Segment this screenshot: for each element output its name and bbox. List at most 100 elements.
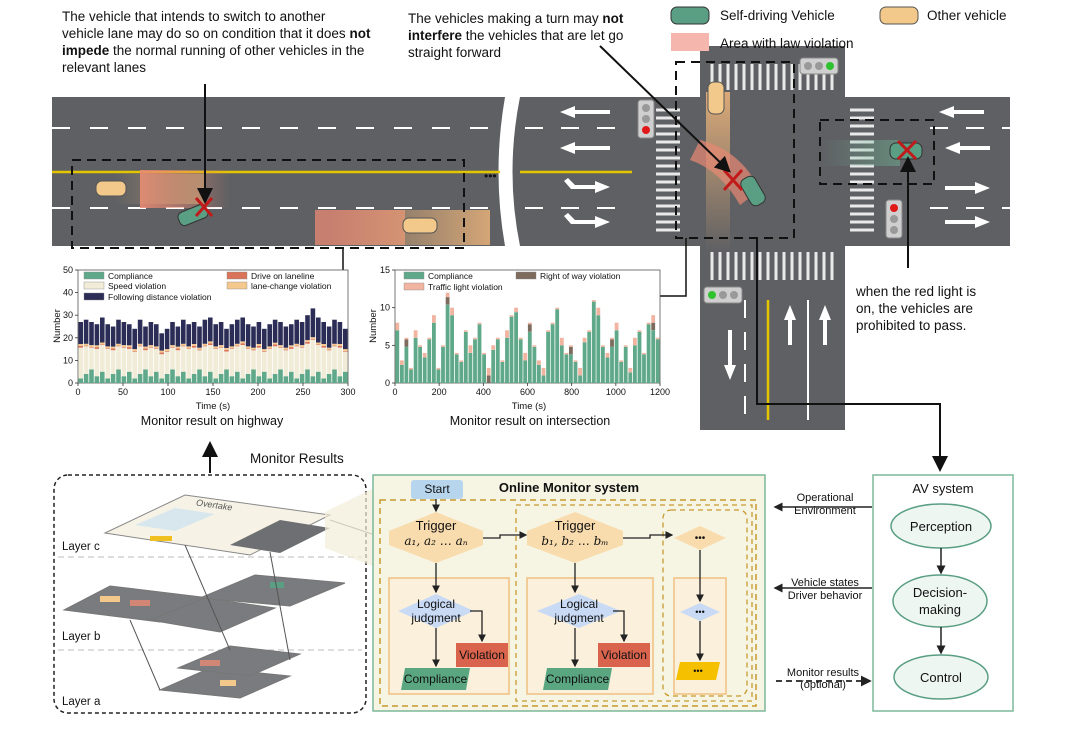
bar-segment — [272, 319, 278, 343]
bar-segment — [267, 378, 272, 383]
bar-segment — [164, 374, 170, 383]
bar-segment — [181, 343, 186, 346]
bar-segment — [591, 300, 596, 302]
bar-segment — [170, 347, 175, 370]
bar-segment — [159, 333, 164, 351]
bar-segment — [262, 350, 267, 352]
bar-segment — [321, 344, 326, 346]
y-tick-label: 15 — [380, 265, 390, 275]
bar-segment — [587, 330, 592, 332]
traffic-light-icon — [885, 199, 903, 239]
compliance-b-node: Compliance — [545, 671, 610, 686]
legend-swatch — [226, 281, 248, 290]
bar-segment — [564, 354, 569, 383]
bar-segment — [267, 348, 272, 349]
bar-segment — [310, 376, 316, 383]
bar-segment — [518, 337, 523, 340]
bar-segment — [208, 317, 213, 342]
bar-segment — [477, 324, 482, 383]
bar-segment — [202, 319, 208, 344]
bar-segment — [278, 346, 283, 348]
bar-segment — [229, 348, 235, 349]
online-monitor-title: Online Monitor system — [498, 480, 640, 495]
bar-segment — [343, 351, 348, 372]
bar-segment — [159, 350, 164, 353]
y-tick-label: 30 — [63, 310, 73, 320]
bar-segment — [514, 307, 518, 313]
bar-segment — [272, 344, 278, 347]
bar-segment — [343, 371, 348, 383]
bar-segment — [299, 346, 305, 348]
bar-segment — [614, 330, 619, 383]
bar-segment — [473, 339, 477, 383]
violation-a-node: Violation — [459, 647, 505, 662]
bar-segment — [154, 346, 159, 349]
bar-segment — [235, 371, 240, 383]
bar-segment — [537, 360, 541, 365]
bar-segment — [116, 369, 121, 383]
bar-segment — [326, 347, 332, 350]
bar-segment — [197, 350, 202, 370]
x-tick-label: 300 — [340, 387, 355, 397]
x-tick-label: 200 — [250, 387, 265, 397]
bar-segment — [208, 371, 213, 383]
bar-segment — [305, 340, 310, 342]
bar-segment — [310, 308, 316, 338]
bar-segment — [637, 330, 642, 332]
logical-a-line2: judgment — [411, 610, 461, 625]
bar-segment — [148, 346, 154, 348]
bar-segment — [491, 349, 496, 383]
bar-segment — [337, 322, 343, 344]
bar-segment — [332, 343, 337, 346]
bar-segment — [482, 352, 486, 355]
bar-segment — [619, 361, 624, 383]
bar-segment — [202, 376, 208, 383]
legend-label: Right of way violation — [540, 271, 621, 281]
bar-segment — [224, 351, 229, 370]
bar-segment — [154, 371, 159, 383]
bar-segment — [89, 347, 94, 370]
bar-segment — [283, 376, 289, 383]
bar-segment — [235, 346, 240, 372]
bar-segment — [110, 374, 116, 383]
bar-segment — [240, 317, 245, 342]
bar-segment — [137, 343, 143, 346]
bar-segment — [337, 376, 343, 383]
bar-segment — [441, 346, 445, 383]
bar-segment — [100, 342, 105, 345]
bar-segment — [651, 330, 656, 383]
bar-segment — [89, 346, 94, 348]
bar-segment — [546, 330, 550, 332]
legend-self-driving-label: Self-driving Vehicle — [720, 8, 835, 23]
bar-segment — [191, 344, 197, 346]
bar-segment — [89, 369, 94, 383]
bar-segment — [432, 315, 436, 323]
bar-segment — [646, 324, 651, 383]
bar-segment — [587, 331, 592, 383]
bar-segment — [614, 322, 619, 331]
bar-segment — [527, 324, 532, 332]
legend-label: Following distance violation — [108, 292, 212, 302]
bar-segment — [326, 349, 332, 351]
bar-segment — [256, 344, 262, 346]
lane-change-annotation: The vehicle that intends to switch to an… — [62, 9, 371, 75]
bar-segment — [610, 346, 614, 383]
bar-segment — [623, 345, 628, 347]
bar-segment — [110, 348, 116, 351]
bar-segment — [289, 345, 294, 348]
bar-segment — [343, 350, 348, 352]
bar-segment — [218, 374, 224, 383]
x-tick-label: 50 — [118, 387, 128, 397]
bar-segment — [132, 378, 137, 383]
bar-segment — [468, 352, 473, 383]
bar-segment — [105, 324, 110, 347]
bar-segment — [332, 346, 337, 370]
bar-segment — [564, 352, 569, 355]
bar-segment — [83, 345, 89, 347]
bar-segment — [289, 348, 294, 372]
bar-segment — [213, 346, 218, 349]
bar-segment — [582, 342, 587, 383]
legend-swatch — [83, 281, 105, 290]
